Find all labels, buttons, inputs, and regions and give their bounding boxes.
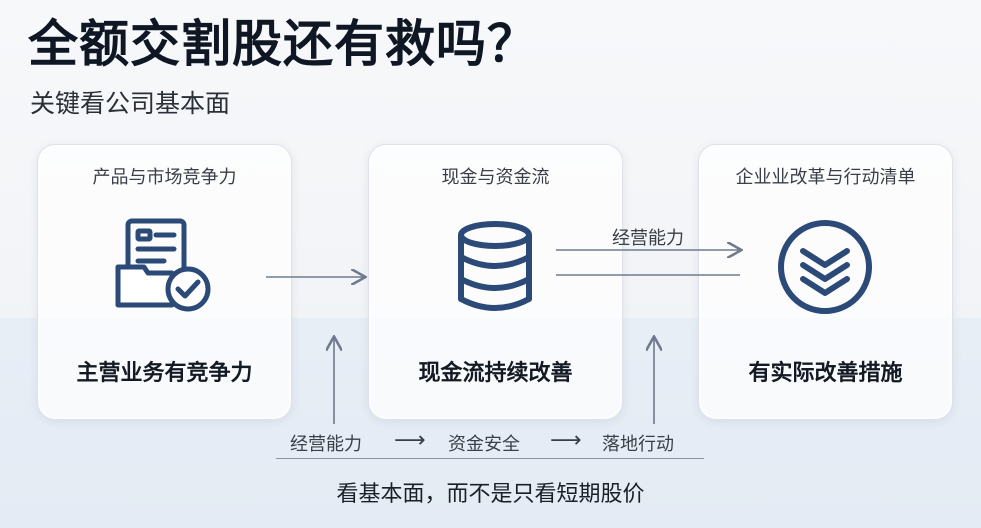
card-label: 现金流持续改善: [418, 361, 573, 386]
footer-caption: 看基本面，而不是只看短期股价: [336, 482, 645, 507]
card-header: 现金与资金流: [441, 167, 550, 188]
database-stack-icon: [458, 221, 532, 311]
bottom-divider: [276, 458, 704, 459]
page-subtitle: 关键看公司基本面: [30, 89, 231, 118]
bottom-arrow-2: ⟶: [550, 428, 582, 453]
bottom-arrow-1: ⟶: [394, 428, 426, 453]
page-title: 全额交割股还有救吗？: [28, 15, 538, 73]
bottom-step-3: 落地行动: [602, 434, 674, 455]
card-cash-flow: 现金与资金流 现金流持续改善: [368, 144, 623, 420]
card-header: 企业业改革与行动清单: [735, 167, 916, 188]
top-flow-label: 经营能力: [612, 228, 684, 249]
card-header: 产品与市场竞争力: [92, 167, 237, 188]
card-label: 有实际改善措施: [748, 361, 903, 386]
chevrons-down-circle-icon: [778, 220, 872, 314]
card-product-competitiveness: 产品与市场竞争力 主营业务有竞争力: [37, 144, 292, 420]
bottom-step-2: 资金安全: [448, 434, 520, 455]
bottom-step-1: 经营能力: [290, 434, 362, 455]
document-check-icon: [115, 218, 211, 312]
card-label: 主营业务有竞争力: [76, 361, 253, 386]
card-reform-actions: 企业业改革与行动清单 有实际改善措施: [698, 144, 953, 420]
